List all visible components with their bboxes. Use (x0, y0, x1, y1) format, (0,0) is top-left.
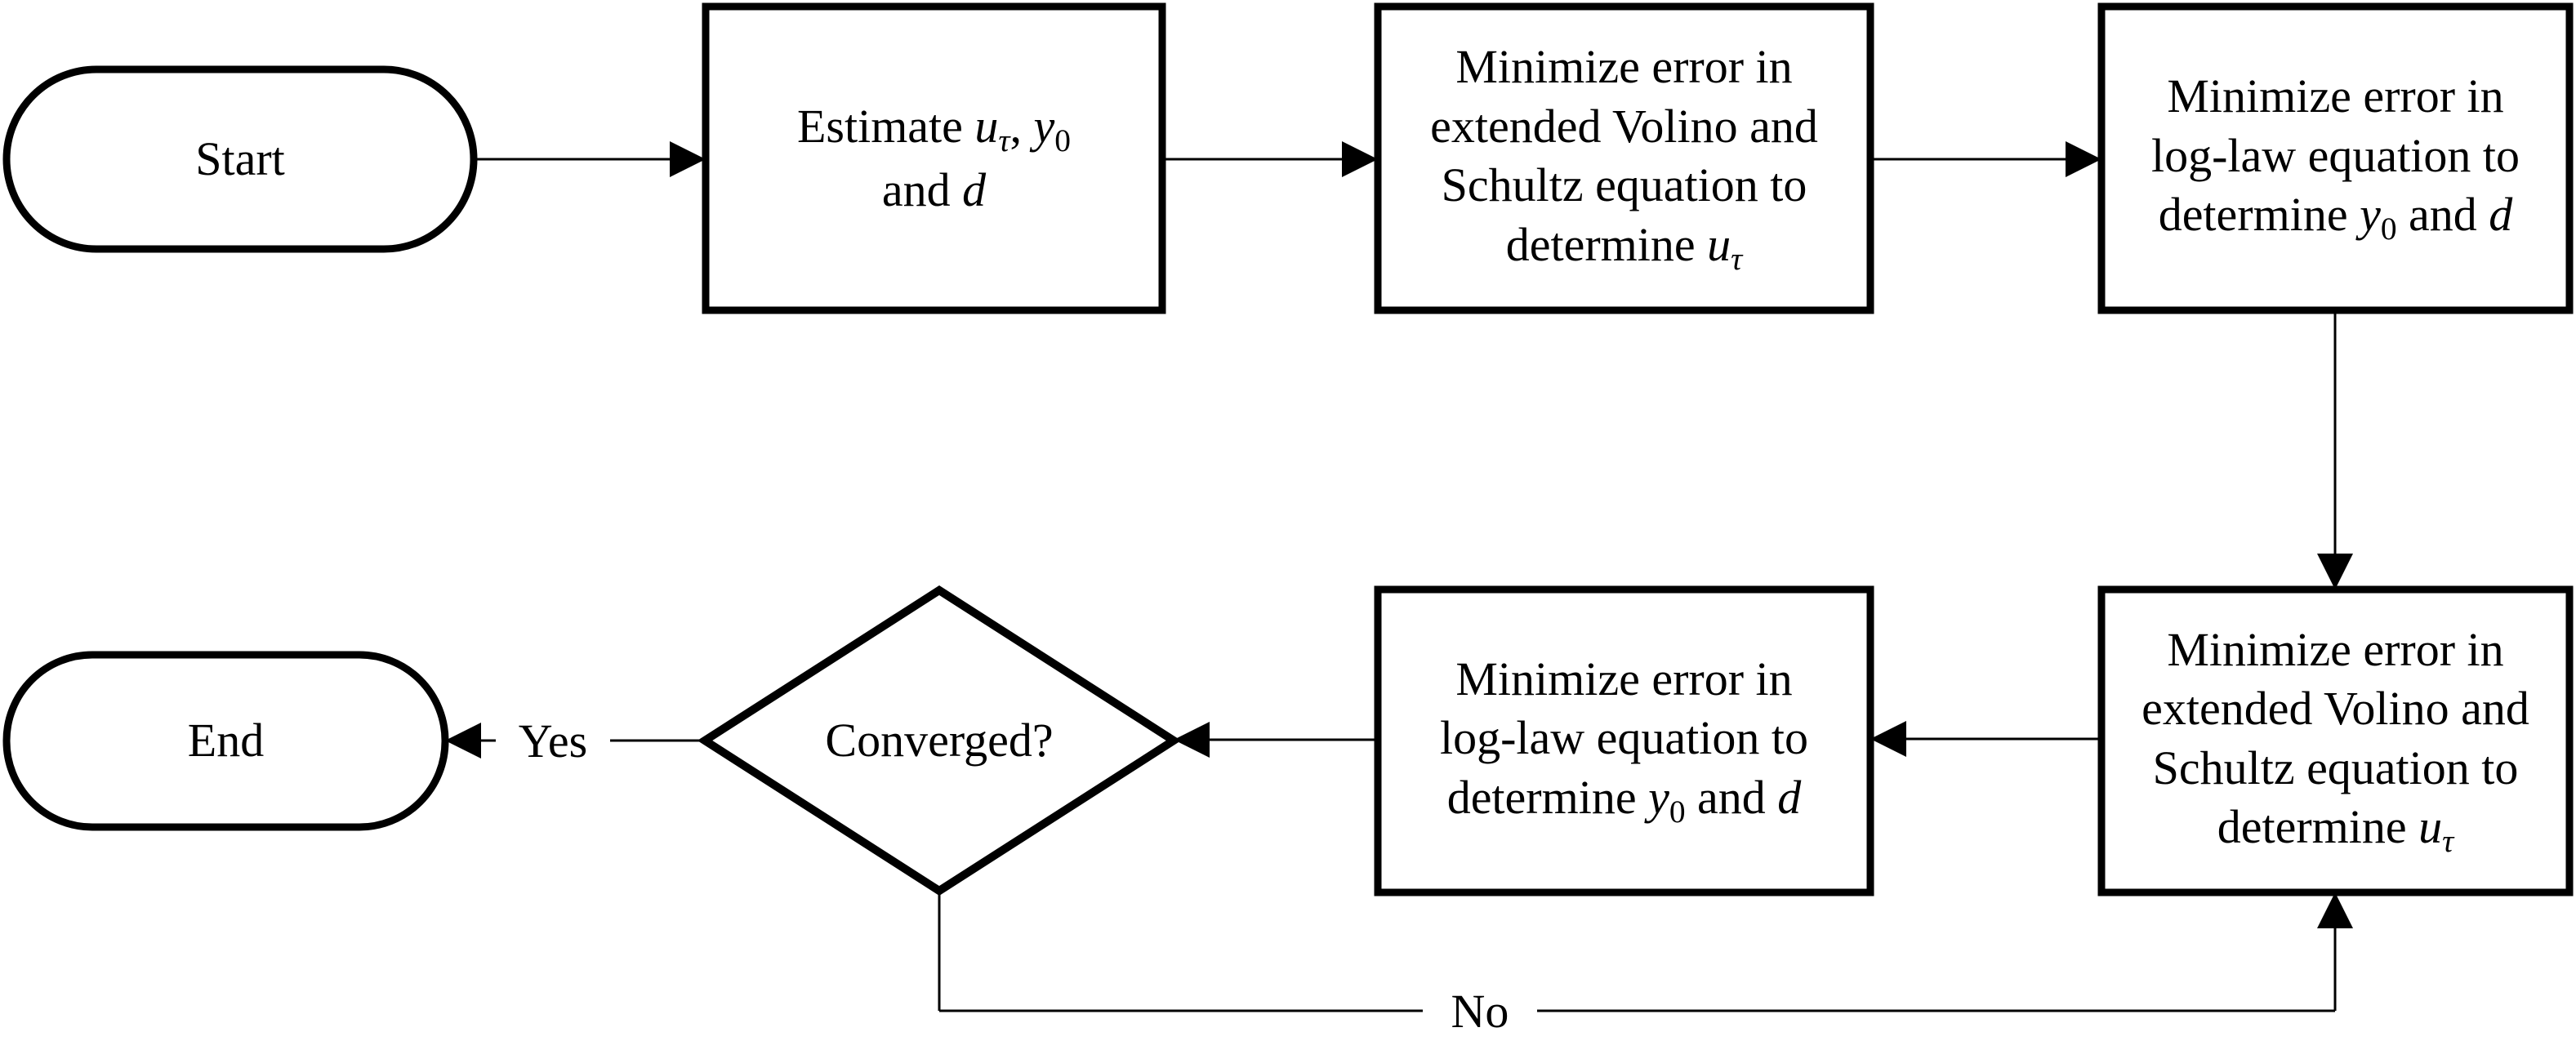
arrowhead-into-loglaw-bottom (1870, 721, 1906, 757)
process-minimize-volino-bottom-shape (2097, 585, 2574, 896)
arrowhead-into-loglaw-top (2066, 141, 2101, 177)
process-estimate-shape (702, 2, 1166, 314)
decision-converged-shape (697, 585, 1182, 896)
arrowhead-into-volino-top (1342, 141, 1378, 177)
arrowhead-into-volino-bottom-bottom (2317, 892, 2353, 928)
arrowhead-into-end (445, 723, 481, 759)
end-terminator-shape (2, 651, 449, 831)
process-minimize-loglaw-bottom-shape (1374, 585, 1874, 896)
start-terminator-shape (2, 65, 478, 253)
arrowhead-into-volino-bottom-top (2317, 554, 2353, 589)
process-minimize-volino-top-shape (1374, 2, 1874, 314)
arrowhead-into-converged (1174, 722, 1210, 758)
arrowhead-into-estimate (670, 141, 706, 177)
process-minimize-loglaw-top-shape (2097, 2, 2574, 314)
